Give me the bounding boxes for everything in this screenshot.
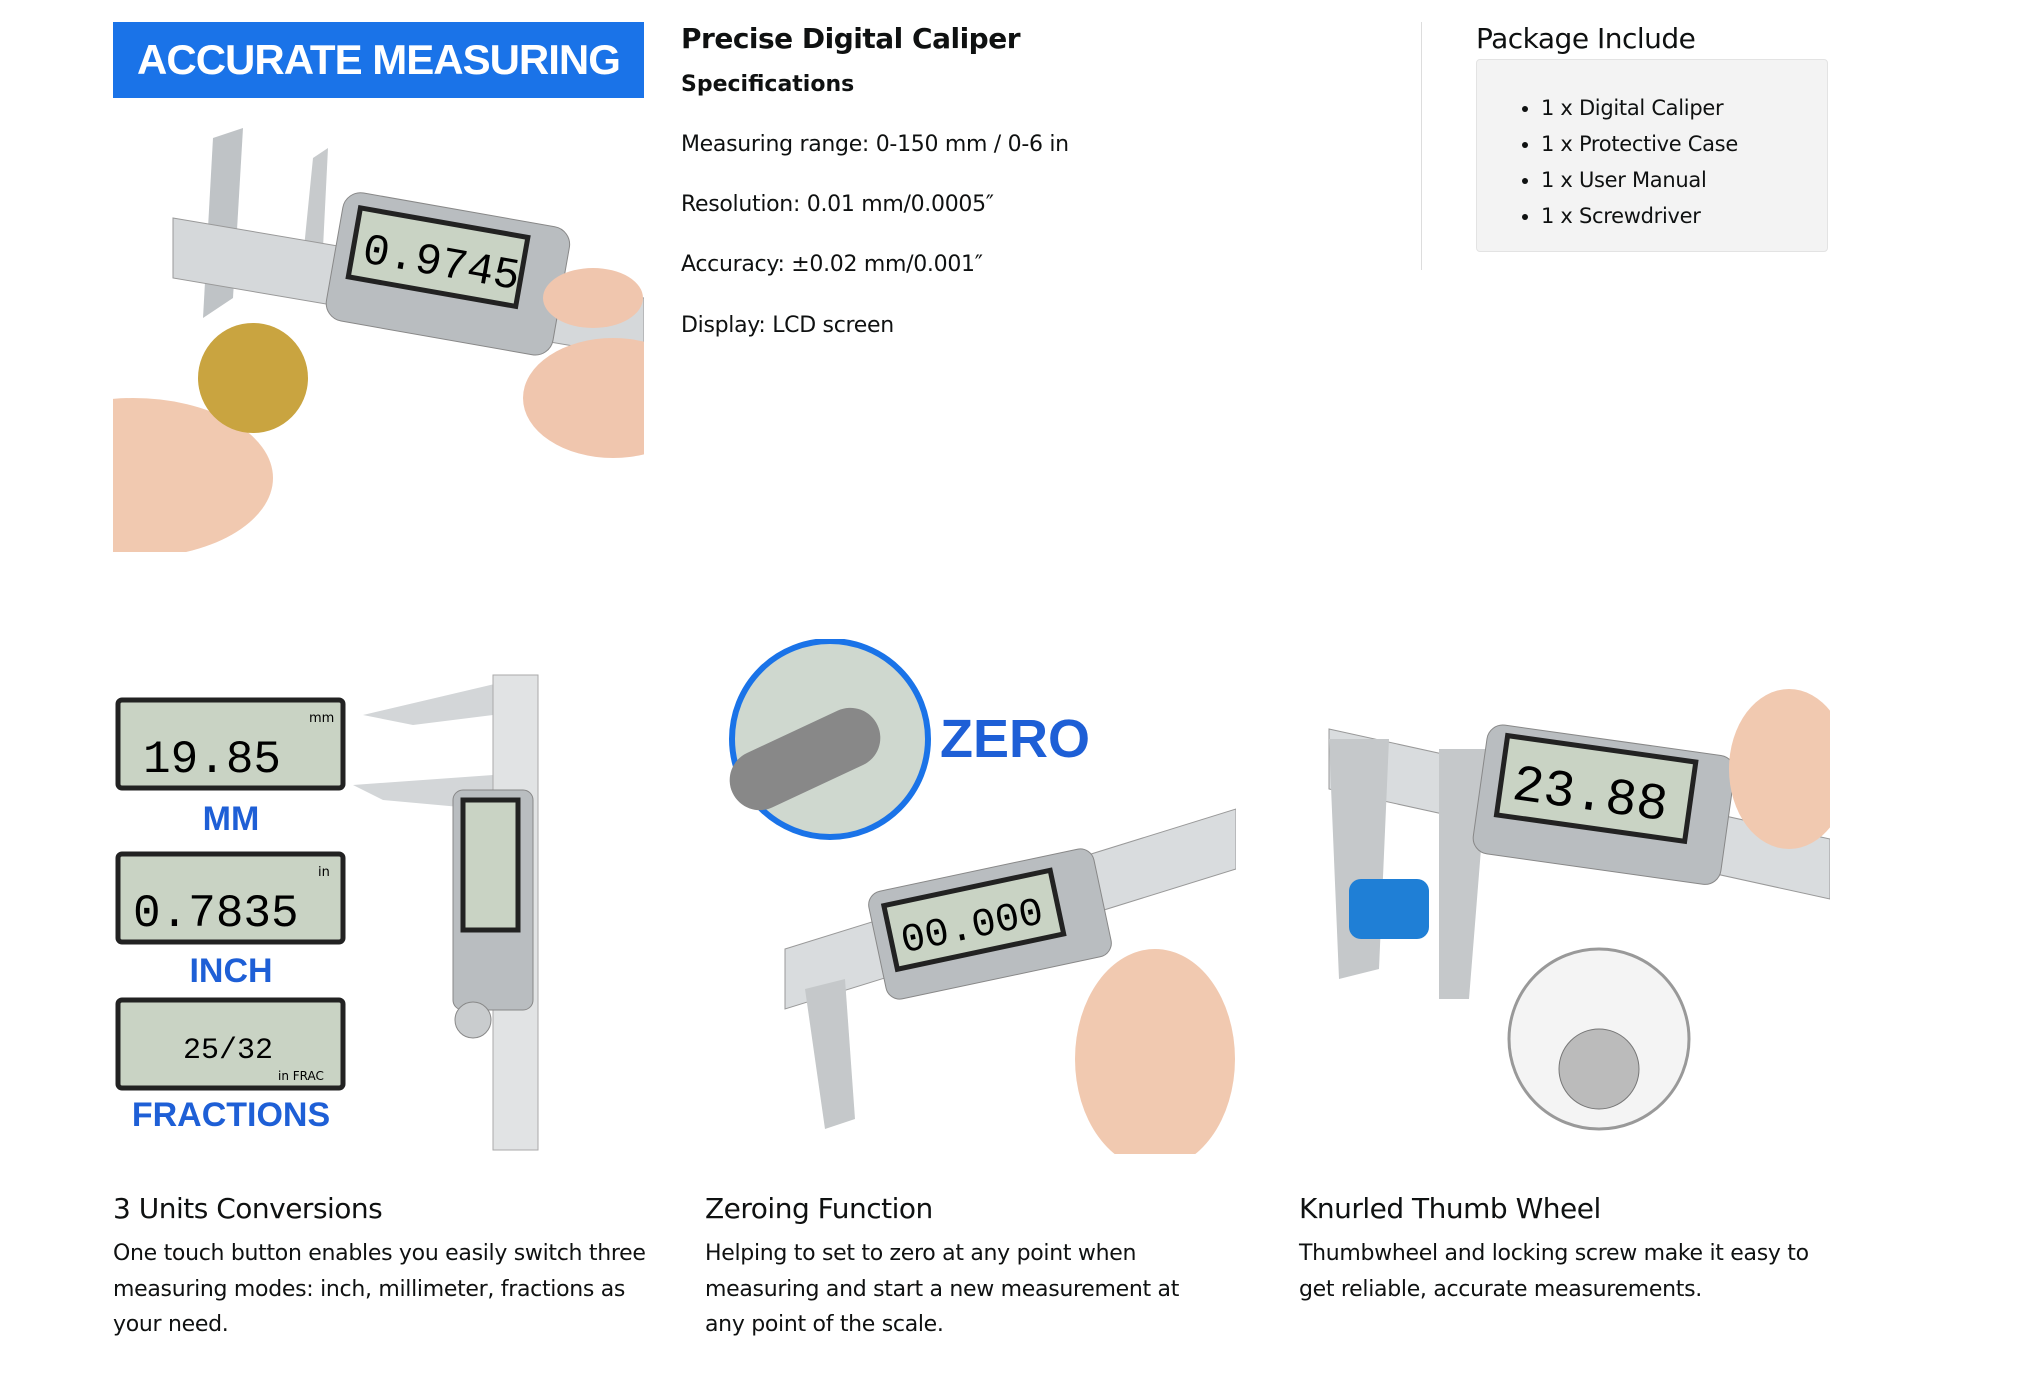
inch-label: INCH — [189, 952, 272, 990]
product-title: Precise Digital Caliper — [681, 22, 1021, 55]
spec-measuring-range: Measuring range: 0-150 mm / 0-6 in — [681, 132, 1069, 157]
zeroing-function-image: ZERO 00.000 — [705, 639, 1236, 1154]
specs-heading: Specifications — [681, 72, 855, 97]
fractions-label: FRACTIONS — [132, 1096, 330, 1134]
mm-reading: 19.85 — [143, 734, 281, 786]
zero-label: ZERO — [940, 709, 1090, 769]
package-item: 1 x Screwdriver — [1541, 198, 1827, 234]
package-item: 1 x User Manual — [1541, 162, 1827, 198]
feature-body-units: One touch button enables you easily swit… — [113, 1241, 646, 1337]
spec-accuracy: Accuracy: ±0.02 mm/0.001″ — [681, 252, 983, 277]
accurate-measuring-banner: ACCURATE MEASURING — [113, 22, 644, 98]
feature-title-zeroing: Zeroing Function — [705, 1192, 933, 1225]
knurled-thumb-wheel-image: 23.88 — [1299, 639, 1830, 1139]
feature-body-zeroing: Helping to set to zero at any point when… — [705, 1241, 1180, 1337]
inch-reading: 0.7835 — [133, 888, 299, 940]
divider — [1421, 22, 1422, 270]
spec-resolution: Resolution: 0.01 mm/0.0005″ — [681, 192, 994, 217]
package-list: 1 x Digital Caliper 1 x Protective Case … — [1476, 59, 1828, 252]
fraction-reading: 25/32 — [183, 1034, 273, 1068]
feature-title-thumbwheel: Knurled Thumb Wheel — [1299, 1192, 1601, 1225]
fraction-unit: in FRAC — [278, 1069, 324, 1083]
package-item: 1 x Protective Case — [1541, 126, 1827, 162]
banner-text: ACCURATE MEASURING — [137, 36, 621, 83]
inch-unit: in — [318, 865, 330, 880]
spec-display: Display: LCD screen — [681, 313, 894, 338]
package-title: Package Include — [1476, 22, 1696, 55]
feature-body-thumbwheel: Thumbwheel and locking screw make it eas… — [1299, 1241, 1809, 1302]
hero-caliper-image: 0.9745 — [113, 98, 644, 552]
mm-unit: mm — [309, 711, 334, 726]
feature-title-units: 3 Units Conversions — [113, 1192, 383, 1225]
units-conversion-image: 19.85 mm MM 0.7835 in INCH 25/32 in FRAC… — [113, 660, 644, 1154]
mm-label: MM — [203, 800, 260, 838]
package-item: 1 x Digital Caliper — [1541, 90, 1827, 126]
